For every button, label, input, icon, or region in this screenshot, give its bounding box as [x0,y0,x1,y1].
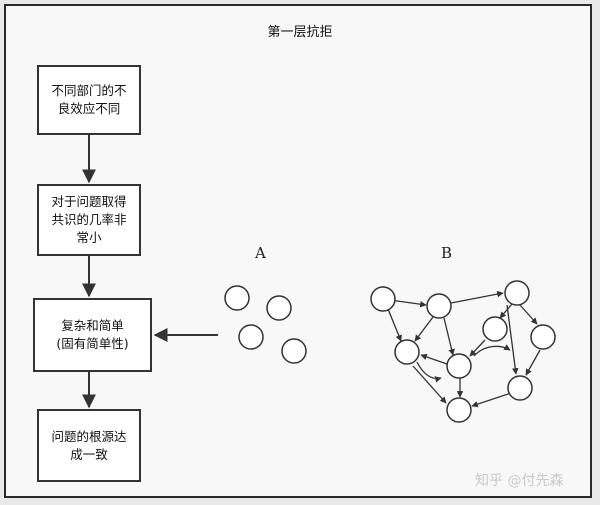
graph-a-nodes [224,285,307,364]
graph-a-node [224,285,250,311]
graph-b-node [370,286,396,312]
graph-b-label: B [441,244,453,262]
graph-b-node [446,397,472,423]
graph-a-node [266,295,292,321]
graph-b-nodes [370,280,556,423]
graph-b-node [482,316,508,342]
graph-a-node [281,338,307,364]
flow-box-different-effects: 不同部门的不 良效应不同 [37,65,141,135]
flow-box-complexity-simplicity: 复杂和简单 (固有简单性) [33,298,152,372]
graph-b-node [446,353,472,379]
flow-box-root-cause-agreement: 问题的根源达 成一致 [37,409,141,482]
graph-a-node [238,324,264,350]
graph-a-label: A [255,244,266,262]
graph-b-node [507,375,533,401]
graph-b-node [530,324,556,350]
flow-box-low-consensus: 对于问题取得 共识的几率非 常小 [37,184,141,256]
diagram-title: 第一层抗拒 [267,25,333,40]
graph-b-node [426,293,452,319]
graph-b-node [504,280,530,306]
graph-b-edges [382,290,541,408]
graph-b-node [394,339,420,365]
watermark-text: 知乎 @付先森 [475,473,564,489]
